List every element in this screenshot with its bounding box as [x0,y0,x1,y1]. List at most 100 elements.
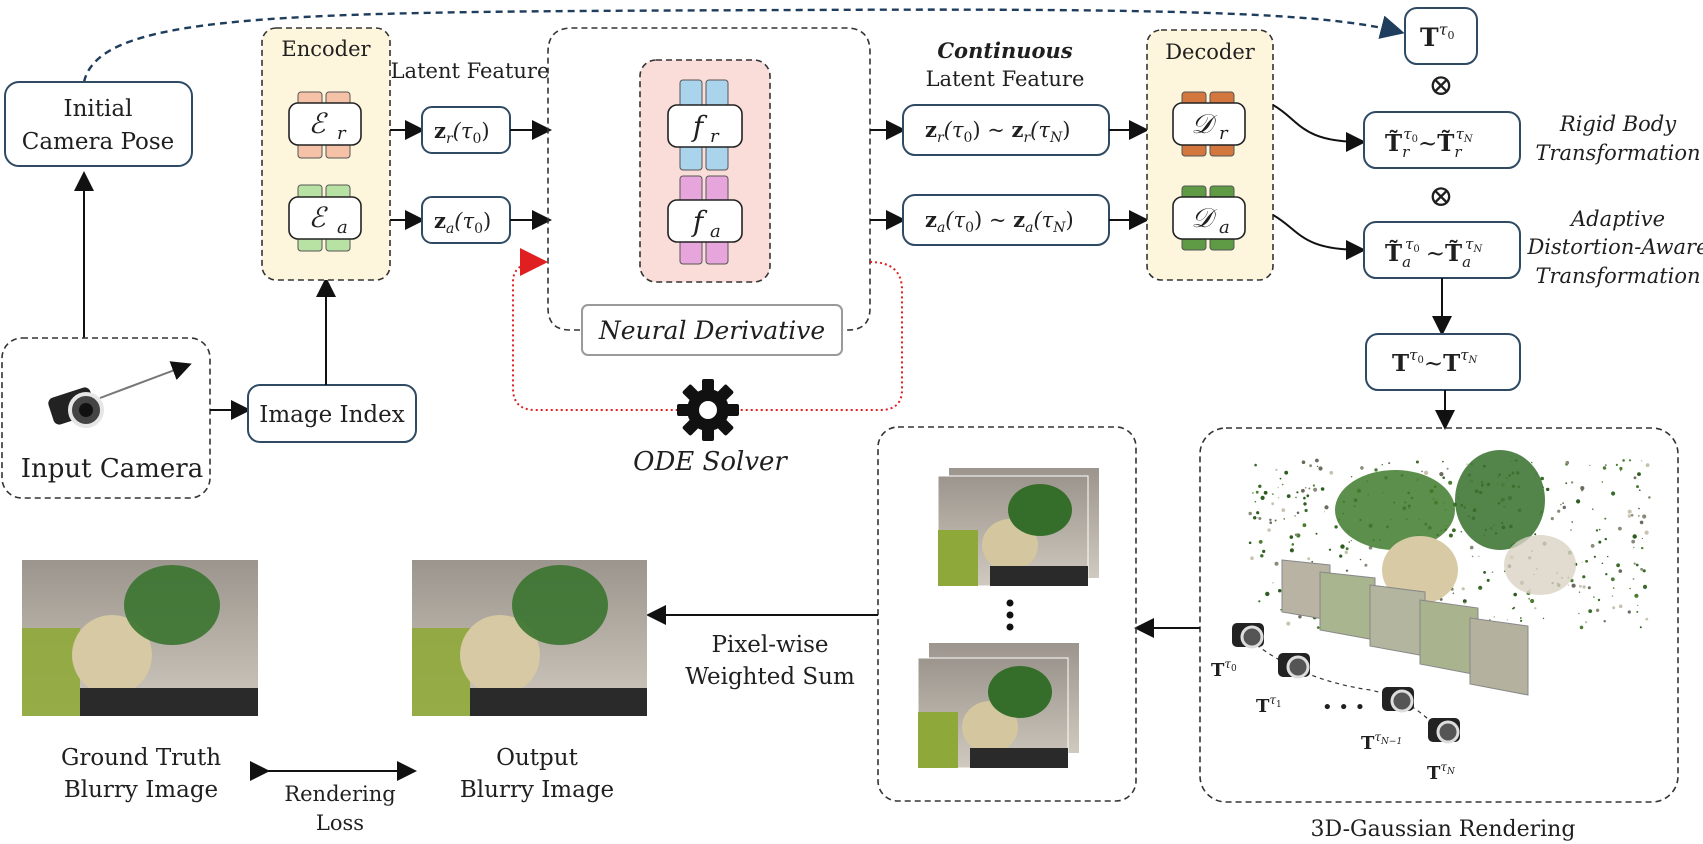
za-range-sep: ) ~ [974,208,1013,232]
point-cloud-dot [1313,487,1318,492]
point-cloud-dot [1415,460,1419,464]
stack-dot-2 [1006,611,1014,619]
cam-label-3-sup: τ [1440,760,1447,774]
point-cloud-dot [1315,532,1318,535]
point-cloud-dot [1639,489,1641,492]
point-cloud-dot [1638,515,1640,517]
point-cloud-dot [1258,540,1263,544]
svg-text:Tτ1: Tτ1 [1256,693,1282,717]
point-cloud-dot [1329,470,1334,475]
zr-range-argsub1: 0 [963,130,972,146]
camera-ellipsis: • • • [1322,697,1365,718]
point-cloud-dot [1286,621,1291,626]
adaptive-sub2: a [1462,253,1471,271]
point-cloud-dot [1581,561,1583,563]
point-cloud-dot [1604,537,1608,541]
fr-sub: r [710,126,720,147]
point-cloud-dot [1636,485,1639,489]
rigid-t2: T̃ [1437,130,1454,157]
zr-range-arg1: (τ [944,118,964,142]
point-cloud-dot [1253,516,1257,520]
svg-text:T̃rτ0~T̃rτN: T̃rτ0~T̃rτN [1385,125,1474,161]
otimes-2: ⊗ [1428,179,1453,214]
latent-feature-label: Latent Feature [391,59,550,83]
point-cloud-dot [1588,609,1593,613]
rendered-frames-panel [877,426,1137,802]
za-range-box: za(τ0) ~ za(τN) [902,194,1110,246]
camera-icon-t1 [1278,653,1310,679]
za-range-sub1: a [937,220,945,236]
point-cloud-dot [1250,556,1254,560]
point-cloud-dot [1344,550,1349,555]
camera-icon-t0 [1232,623,1264,649]
point-cloud-dot [1291,543,1295,546]
point-cloud-dot [1258,600,1261,603]
point-cloud-dot [1593,596,1595,598]
point-cloud-dot [1486,578,1490,582]
gt-label-1: Ground Truth [61,745,221,771]
rigid-sub1: r [1402,143,1410,161]
encoder-title: Encoder [281,37,371,61]
point-cloud-dot [1260,495,1265,500]
adaptive-sup2: τ [1465,235,1474,253]
point-cloud-dot [1590,544,1595,548]
point-cloud-dot [1463,602,1466,605]
point-cloud-dot [1442,460,1444,463]
point-cloud-dot [1368,545,1373,550]
point-cloud-dot [1622,459,1625,462]
adaptive-t1: T̃ [1385,240,1402,267]
point-cloud-dot [1350,539,1353,542]
svg-text:TτN: TτN [1427,760,1456,784]
point-cloud-dot [1283,518,1285,520]
point-cloud-dot [1640,567,1643,571]
point-cloud-dot [1595,608,1600,612]
cam-label-2-base: T [1361,733,1375,754]
point-cloud-dot [1439,472,1444,477]
point-cloud-dot [1262,549,1266,554]
za-tau0-box: za(τ0) [421,196,511,244]
point-cloud-dot [1637,472,1641,476]
point-cloud-dot [1471,555,1474,558]
point-cloud-dot [1642,569,1646,573]
point-cloud-dot [1296,491,1299,494]
initial-pose-line1: Initial [64,96,133,122]
cam-label-3-base: T [1427,763,1441,784]
point-cloud-dot [1620,470,1622,472]
point-cloud-dot [1576,499,1581,504]
zr-range-sub1: r [937,130,945,146]
point-cloud-dot [1284,470,1289,475]
full-sup2: τ [1460,346,1469,364]
adaptive-sub1: a [1402,253,1411,271]
zr-range-close: ) [1062,118,1070,142]
point-cloud-dot [1274,519,1277,522]
point-cloud-dot [1258,484,1262,488]
point-cloud-dot [1265,591,1270,597]
zr-range-sub2: r [1023,130,1031,146]
adaptive-supsub1: 0 [1413,244,1419,255]
point-cloud-dot [1263,490,1268,495]
za-range-sub2: a [1025,220,1033,236]
point-cloud-dot [1560,503,1562,506]
za-range-arg1: (τ [945,208,965,232]
point-cloud-dot [1315,458,1319,463]
point-cloud-dot [1451,588,1454,591]
point-cloud-dot [1612,587,1615,589]
point-cloud-dot [1267,528,1271,532]
full-t2: T [1443,350,1460,377]
decoder-r-sub: r [1219,123,1229,144]
weighted-sum-label-2: Weighted Sum [685,664,855,690]
adaptive-label-3: Transformation [1535,264,1700,288]
t0-sup-sub: 0 [1447,29,1454,42]
da-to-adaptive-arrow [1272,214,1366,260]
cam-label-0-sub: 0 [1231,664,1237,674]
point-cloud-dot [1582,585,1586,589]
point-cloud-dot [1306,494,1310,498]
point-cloud-dot [1318,466,1323,471]
point-cloud-dot [1345,569,1349,572]
za-close: ) [483,209,491,233]
point-cloud-dot [1629,587,1631,590]
t0-base: T [1420,23,1439,52]
camera-trajectory [1249,639,1451,746]
camera-icon-tn [1428,718,1460,744]
point-cloud-dot [1348,541,1350,543]
